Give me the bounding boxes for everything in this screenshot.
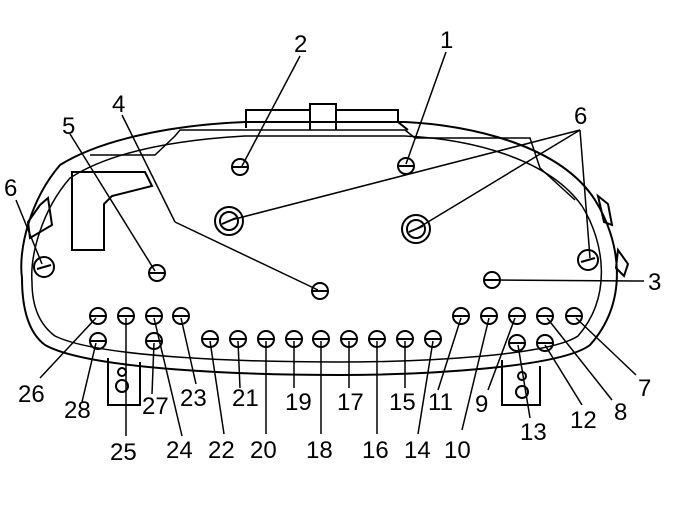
callout-16: 16 [362,437,389,464]
callout-13: 13 [520,419,547,446]
screw-icon [577,249,599,271]
right-side-tab-lower [614,247,630,278]
left-bracket [71,171,154,251]
callout-1: 1 [440,27,453,54]
connector-pin-row-middle [89,330,554,352]
callout-12: 12 [570,407,597,434]
callout-7: 7 [638,375,651,402]
right-mounting-bracket [501,360,541,406]
bulb-socket-icon [231,158,249,176]
callout-22: 22 [208,437,235,464]
callout-24: 24 [166,437,193,464]
top-tab [245,103,409,131]
callout-26: 26 [18,381,45,408]
cluster-housing-outline [20,121,618,377]
leader-lines [15,51,645,437]
callout-4: 4 [112,91,125,118]
callout-17: 17 [337,389,364,416]
screw-icon [33,256,55,278]
callout-2: 2 [294,31,307,58]
callout-11: 11 [428,389,453,416]
callout-6-left: 6 [4,175,17,202]
callout-21: 21 [232,385,259,412]
bulb-socket-icon [311,282,329,300]
right-side-tab [596,193,614,227]
large-screw-icon [401,214,431,244]
callout-6-top: 6 [574,103,587,130]
callout-19: 19 [285,389,312,416]
callout-9: 9 [475,391,488,418]
callout-27: 27 [142,393,169,420]
large-screw-icon [214,206,244,236]
callout-10: 10 [444,437,471,464]
callout-15: 15 [389,389,416,416]
callout-18: 18 [306,437,333,464]
callout-20: 20 [250,437,277,464]
left-side-tab [26,196,54,240]
callout-14: 14 [404,437,431,464]
callout-23: 23 [180,385,207,412]
callout-labels: 1 2 3 4 5 6 6 7 8 9 10 11 12 13 14 15 16… [4,27,661,466]
callout-3: 3 [648,269,661,296]
callout-8: 8 [614,399,627,426]
callout-28: 28 [64,397,91,424]
cluster-inner-outline [31,135,603,363]
bulb-socket-icon [148,264,166,282]
bulb-socket-icon [397,157,415,175]
upper-panel-edge [90,129,576,201]
connector-pin-row-upper [89,307,583,325]
callout-25: 25 [110,439,137,466]
callout-5: 5 [62,113,75,140]
